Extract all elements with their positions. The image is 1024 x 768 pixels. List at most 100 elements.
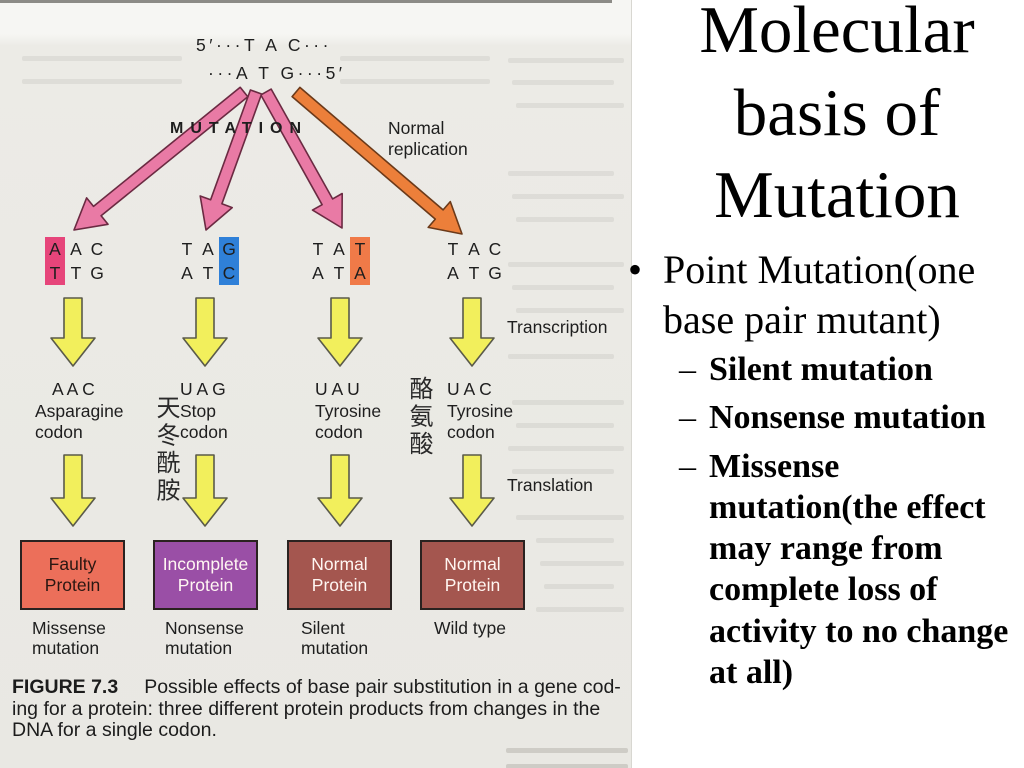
transcription-arrow-2 [182, 297, 228, 367]
protein-line: Normal [311, 554, 368, 574]
bleed-through-line [536, 607, 624, 612]
mutation-arrow-missense [73, 86, 249, 231]
protein-line: Protein [177, 575, 234, 595]
codon-name: Tyrosine codon [447, 401, 513, 443]
label-line: replication [388, 139, 468, 159]
amino-acid: Asparagine [35, 401, 124, 421]
sub-bullet-line: mutation(the effect [709, 488, 986, 526]
translation-label: Translation [507, 475, 593, 495]
sub-bullet-silent: – Silent mutation [679, 349, 1024, 390]
bleed-through-line [516, 515, 624, 520]
transcription-arrow-4 [449, 297, 495, 367]
caption-line: DNA for a single codon. [12, 719, 217, 741]
bleed-through-line [544, 584, 614, 589]
base: A [49, 239, 61, 259]
translation-arrow-1 [50, 454, 96, 527]
outcome-line: mutation [32, 637, 100, 658]
outcome-line: mutation [165, 637, 233, 658]
codon-word: codon [315, 422, 363, 442]
outcome-label-nonsense: Nonsense mutation [165, 618, 244, 658]
base: C [90, 239, 104, 259]
dash-icon: – [679, 447, 696, 485]
figure-arrows [50, 86, 495, 527]
amino-acid: Tyrosine [315, 401, 382, 421]
bullet-line: base pair mutant) [663, 297, 941, 342]
base: T [354, 239, 366, 259]
base: T [333, 263, 345, 283]
mutation-arrow-nonsense [199, 89, 263, 231]
mrna-codon: U A C [447, 379, 492, 399]
cropped-text-edge [0, 0, 612, 3]
codon-word: codon [35, 422, 83, 442]
bleed-through-line [516, 308, 624, 313]
sub-bullet-line: Silent mutation [709, 351, 933, 388]
translation-arrow-2 [182, 454, 228, 527]
protein-line: Protein [311, 575, 368, 595]
textbook-figure: 5′···T A C··· ···A T G···5′ MUTATION Nor… [0, 0, 632, 768]
base: A [181, 263, 193, 283]
outcome-line: Wild type [434, 618, 506, 638]
base: A [468, 239, 480, 259]
title-line: basis of [733, 75, 941, 150]
translation-arrow-4 [449, 454, 495, 527]
label-line: Normal [388, 118, 445, 138]
sub-bullet-list: – Silent mutation – Nonsense mutation – … [679, 349, 1024, 700]
mrna-codon: U A U [315, 379, 360, 399]
base: A [447, 263, 459, 283]
base: T [181, 239, 193, 259]
figure-caption: FIGURE 7.3 Possible effects of base pair … [12, 676, 621, 742]
bleed-through-line [22, 79, 182, 84]
codon-name: Tyrosine codon [315, 401, 381, 443]
sub-bullet-nonsense: – Nonsense mutation [679, 397, 1024, 438]
sub-bullet-line: complete loss of [709, 571, 938, 609]
sub-bullet-missense: – Missense mutation(the effect may range… [679, 446, 1024, 694]
codon-name: Stop codon [180, 401, 228, 443]
bleed-through-line [506, 748, 628, 753]
codon-word: codon [447, 422, 495, 442]
outcome-line: mutation [301, 637, 369, 658]
transcription-label: Transcription [507, 317, 608, 337]
caption-text: Possible effects of base pair substituti… [144, 676, 621, 698]
normal-replication-label: Normal replication [388, 118, 468, 160]
mrna-codon: U A G [180, 379, 226, 399]
bleed-through-line [512, 469, 614, 474]
bleed-through-line [512, 194, 624, 199]
bleed-through-line [508, 354, 614, 359]
base: G [90, 263, 104, 283]
sub-bullet-line: activity to no change [709, 612, 1009, 650]
outcome-line: Silent [301, 618, 345, 638]
bleed-through-line [340, 79, 490, 84]
bleed-through-line [508, 58, 624, 63]
mrna-codon: A A C [52, 379, 95, 399]
mutation-label: MUTATION [170, 120, 309, 137]
base: T [468, 263, 480, 283]
bleed-through-line [22, 56, 182, 61]
caption-label: FIGURE 7.3 [12, 676, 119, 698]
base: A [70, 239, 82, 259]
bleed-through-line [516, 103, 624, 108]
base: A [312, 263, 324, 283]
protein-line: Faulty [48, 554, 97, 574]
base: C [488, 239, 502, 259]
bleed-through-line [340, 56, 490, 61]
protein-line: Protein [44, 575, 101, 595]
bleed-through-line [506, 764, 628, 768]
base: G [222, 239, 236, 259]
mutation-arrow-silent [259, 88, 344, 229]
base: T [447, 239, 459, 259]
base: T [202, 263, 214, 283]
protein-line: Protein [444, 575, 501, 595]
base: A [333, 239, 345, 259]
replication-arrow [291, 86, 463, 235]
bleed-through-line [508, 262, 624, 267]
title-line: Mutation [714, 158, 960, 232]
